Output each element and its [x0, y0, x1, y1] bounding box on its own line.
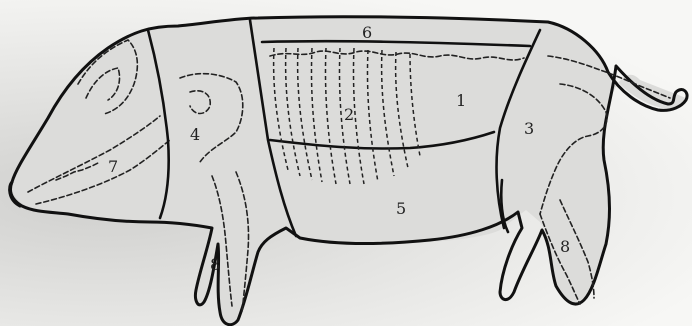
cut-label-8-front: 8 [210, 255, 220, 274]
cut-label-4: 4 [190, 125, 200, 144]
cut-label-2: 2 [344, 105, 354, 124]
cut-label-5: 5 [396, 199, 406, 218]
cut-label-1: 1 [456, 91, 466, 110]
cut-label-6: 6 [362, 23, 372, 42]
cut-label-8-hind: 8 [560, 237, 570, 256]
cut-label-7: 7 [108, 157, 118, 176]
cut-label-3: 3 [524, 119, 534, 138]
